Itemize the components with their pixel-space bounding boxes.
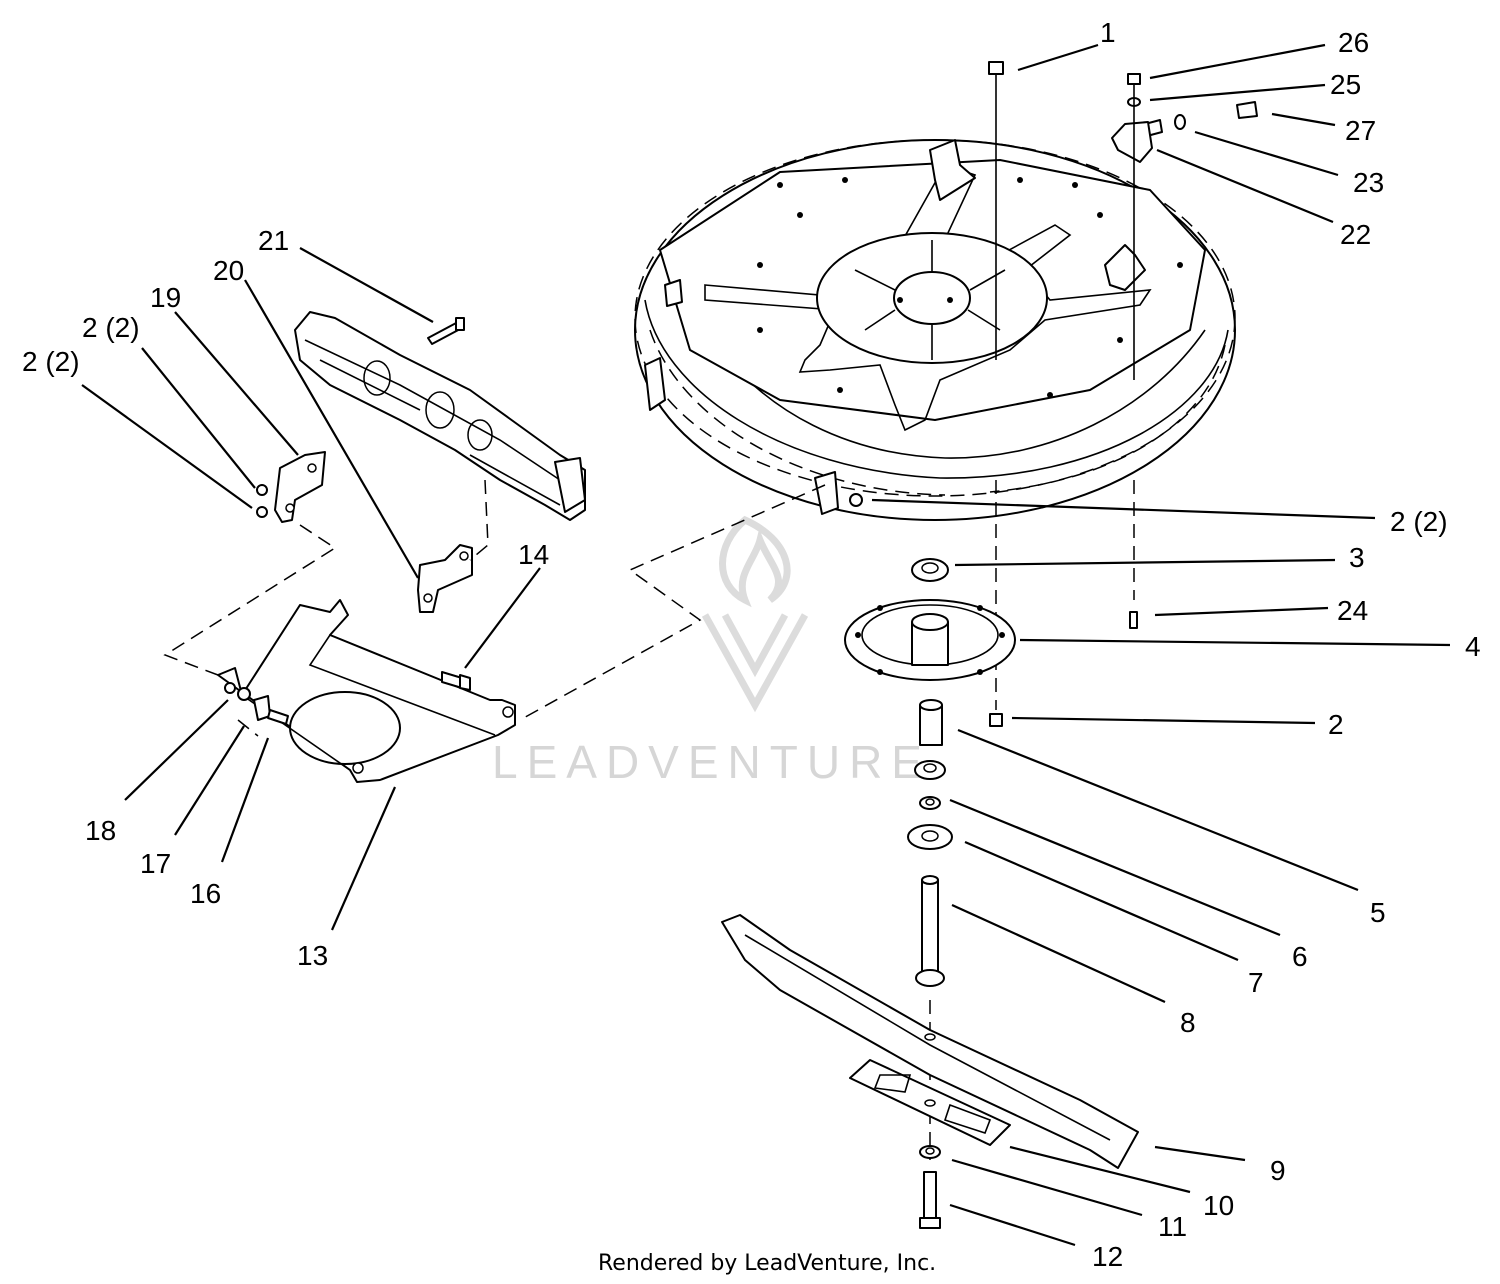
deck-lift-arm [294, 311, 586, 521]
callout-12: 12 [1092, 1241, 1123, 1272]
callout-3: 3 [1349, 542, 1365, 573]
mower-deck-housing [634, 139, 1236, 521]
hanger-bracket-19 [274, 451, 326, 523]
callout-19: 19 [150, 282, 181, 313]
callout-2-2-a: 2 (2) [82, 312, 140, 343]
bearing-lower [914, 760, 946, 780]
callout-9: 9 [1270, 1155, 1286, 1186]
callout-23: 23 [1353, 167, 1384, 198]
spindle-housing-4 [844, 599, 1016, 681]
bolt-24 [1129, 611, 1138, 629]
bearing-3 [911, 558, 949, 582]
grease-fitting-27 [1236, 101, 1258, 119]
hanger-bracket-20 [417, 544, 473, 613]
callout-14: 14 [518, 539, 549, 570]
nut-26 [1127, 73, 1141, 85]
callout-27: 27 [1345, 115, 1376, 146]
callout-2-2-b: 2 (2) [22, 346, 80, 377]
nuts-2-left [256, 484, 268, 518]
callout-20: 20 [213, 255, 244, 286]
nut-2-side [849, 493, 863, 507]
deck-plate-13 [217, 599, 516, 783]
callout-26: 26 [1338, 27, 1369, 58]
fitting-23 [1144, 114, 1186, 137]
hardware-16-17-18 [224, 682, 289, 725]
bolt-1 [988, 61, 1004, 360]
nut-2-lower [989, 713, 1003, 727]
washer-11 [919, 1145, 941, 1159]
callout-10: 10 [1203, 1190, 1234, 1221]
leader-lines [81, 43, 1451, 1247]
callout-7: 7 [1248, 967, 1264, 998]
pulley-7 [907, 824, 953, 850]
spindle-shaft-8 [915, 875, 945, 987]
callout-18: 18 [85, 815, 116, 846]
callout-22: 22 [1340, 219, 1371, 250]
callout-16: 16 [190, 878, 221, 909]
callout-1: 1 [1100, 17, 1116, 48]
callout-2-2-c: 2 (2) [1390, 506, 1448, 537]
callout-25: 25 [1330, 69, 1361, 100]
spacer-6 [919, 796, 941, 810]
callout-13: 13 [297, 940, 328, 971]
blade-adapter-10 [849, 1059, 1011, 1146]
bolt-12 [919, 1171, 941, 1229]
callout-2: 2 [1328, 709, 1344, 740]
callout-11: 11 [1158, 1211, 1187, 1242]
bolt-14 [441, 671, 471, 691]
callout-6: 6 [1292, 941, 1308, 972]
watermark-text: LEADVENTURE [492, 736, 931, 788]
leadventure-watermark-logo [701, 515, 809, 713]
callout-24: 24 [1337, 595, 1368, 626]
bracket-22 [1111, 121, 1153, 163]
callout-4: 4 [1465, 631, 1481, 662]
callout-17: 17 [140, 848, 171, 879]
bolt-21 [427, 317, 465, 345]
mower-blade-9 [721, 914, 1139, 1169]
callout-8: 8 [1180, 1007, 1196, 1038]
footer-credit: Rendered by LeadVenture, Inc. [598, 1251, 936, 1276]
callout-5: 5 [1370, 897, 1386, 928]
spacer-tube-5 [919, 699, 943, 746]
callout-21: 21 [258, 225, 289, 256]
